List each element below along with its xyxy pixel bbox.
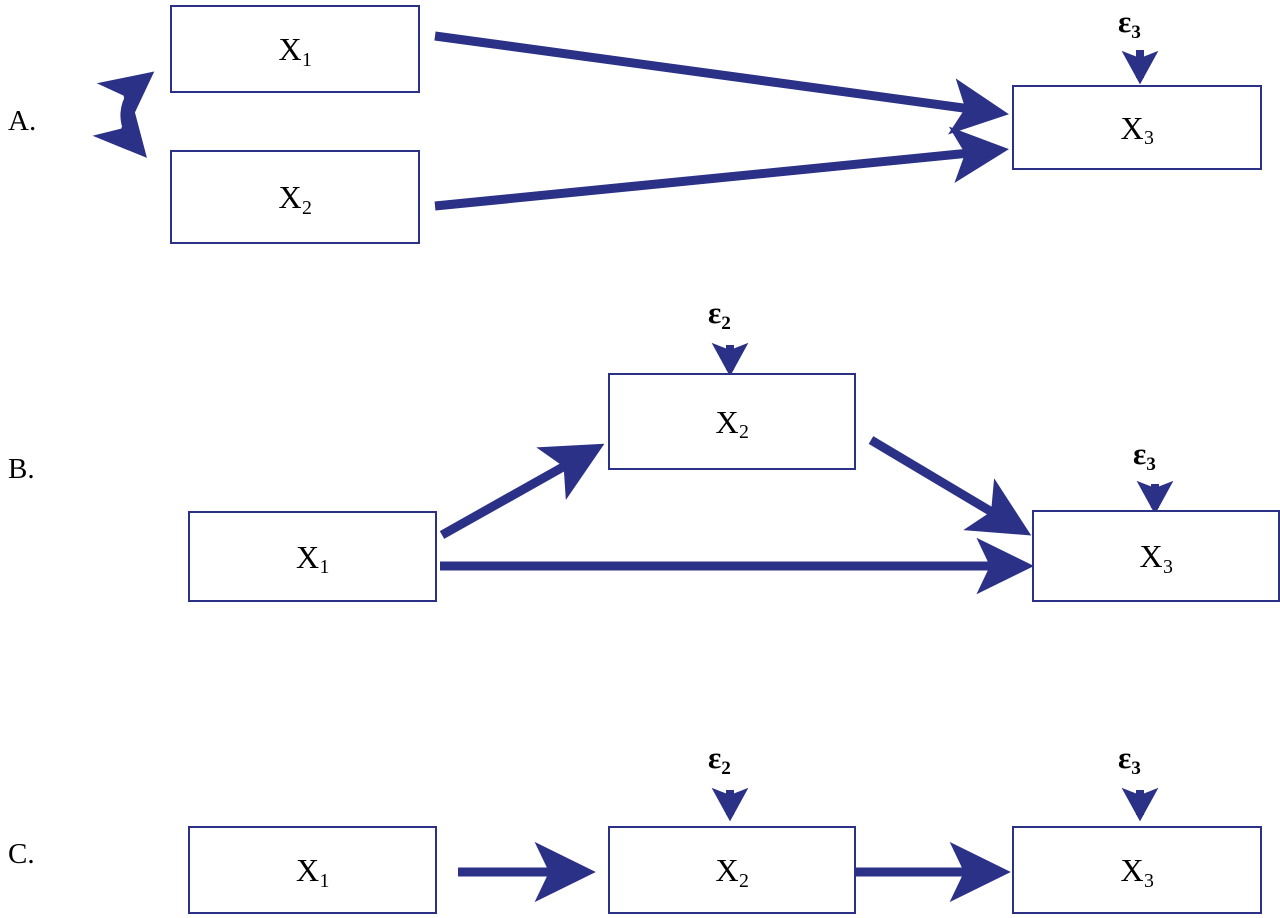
panel-a-node-x2-label: X2 [278,179,312,219]
panel-a-node-x1[interactable]: X1 [170,5,420,93]
panel-b-node-x2[interactable]: X2 [608,373,856,470]
panel-c-node-x1-label: X1 [295,852,330,892]
panel-label-a: A. [8,105,37,137]
panel-c-error-e3-label: ε3 [1118,740,1141,779]
arrow-x2-x3 [434,126,1009,211]
panel-b-error-e3-label: ε3 [1133,436,1156,475]
panel-a-error-e3-label: ε3 [1118,4,1141,43]
panel-b-node-x3-label: X3 [1139,538,1173,578]
panel-b-node-x2-label: X2 [715,403,749,444]
panel-c-node-x1[interactable]: X1 [188,826,437,914]
arrow-x2-x3-panel-b [868,436,1032,536]
arrow-x1-x3 [434,31,1009,135]
panel-c-node-x3-label: X3 [1120,852,1154,892]
panel-c-node-x2[interactable]: X2 [608,826,856,914]
panel-b-node-x1[interactable]: X1 [188,511,437,602]
arrow-x1-x2-panel-b [439,443,605,539]
panel-a-node-x3[interactable]: X3 [1012,85,1262,170]
panel-c-node-x2-label: X2 [715,852,749,892]
panel-b-node-x3[interactable]: X3 [1032,510,1280,602]
panel-label-c: C. [8,838,35,870]
panel-a-node-x1-label: X1 [278,31,312,71]
panel-a-node-x2[interactable]: X2 [170,150,420,244]
panel-c-node-x3[interactable]: X3 [1012,826,1262,914]
correlation-arrow-x1-x2 [92,71,155,158]
panel-b-node-x1-label: X1 [295,538,330,579]
panel-b-error-e2-label: ε2 [708,295,731,334]
panel-label-b: B. [8,453,35,485]
panel-c-error-e2-label: ε2 [708,740,731,779]
panel-a-node-x3-label: X3 [1120,109,1154,150]
